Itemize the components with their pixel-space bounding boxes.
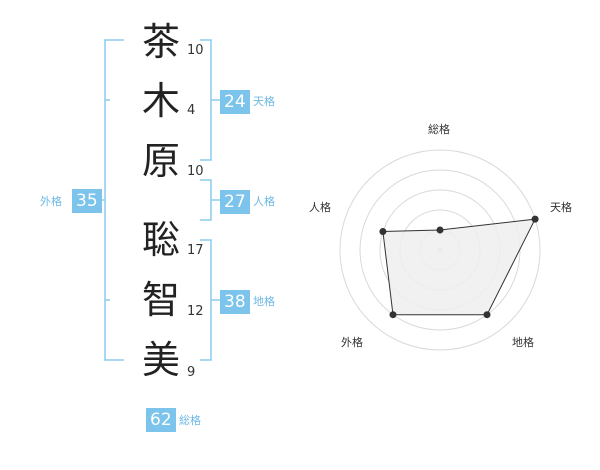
soukaku-label: 総格 <box>179 414 201 427</box>
name-char-3: 原 <box>141 139 180 183</box>
radar-axis-label-chikaku: 地格 <box>512 336 534 349</box>
soukaku-value-badge: 62 <box>146 408 176 432</box>
gaikaku-label: 外格 <box>40 195 62 208</box>
radar-axis-label-jinkaku: 人格 <box>309 201 331 214</box>
jinkaku-value-badge: 27 <box>220 190 250 214</box>
stroke-count-4: 17 <box>187 243 204 258</box>
radar-point-0 <box>436 226 444 234</box>
radar-series-area <box>382 218 536 316</box>
name-char-5: 智 <box>141 278 180 322</box>
radar-point-2 <box>483 311 491 319</box>
radar-point-3 <box>389 311 397 319</box>
gaikaku-value-badge: 35 <box>72 189 102 213</box>
radar-point-4 <box>379 228 387 235</box>
radar-series <box>379 215 539 319</box>
stroke-count-3: 10 <box>187 164 204 179</box>
chikaku-label: 地格 <box>253 295 275 308</box>
tenkaku-value-badge: 24 <box>220 90 250 114</box>
name-char-1: 茶 <box>141 20 180 64</box>
name-char-6: 美 <box>141 338 180 382</box>
radar-point-1 <box>531 215 539 223</box>
stroke-count-2: 4 <box>187 103 196 118</box>
chikaku-value-badge: 38 <box>220 290 250 314</box>
radar-axis-label-tenkaku: 天格 <box>550 201 572 214</box>
name-char-2: 木 <box>141 79 180 123</box>
radar-ring-5 <box>339 149 541 351</box>
jinkaku-label: 人格 <box>253 195 275 208</box>
radar-axis-label-soukaku: 総格 <box>428 123 450 136</box>
stroke-count-1: 10 <box>187 43 204 58</box>
tenkaku-label: 天格 <box>253 95 275 108</box>
stroke-count-6: 9 <box>187 365 196 380</box>
stroke-count-5: 12 <box>187 304 204 319</box>
radar-axis-label-gaikaku: 外格 <box>341 336 363 349</box>
name-char-4: 聡 <box>141 218 180 262</box>
